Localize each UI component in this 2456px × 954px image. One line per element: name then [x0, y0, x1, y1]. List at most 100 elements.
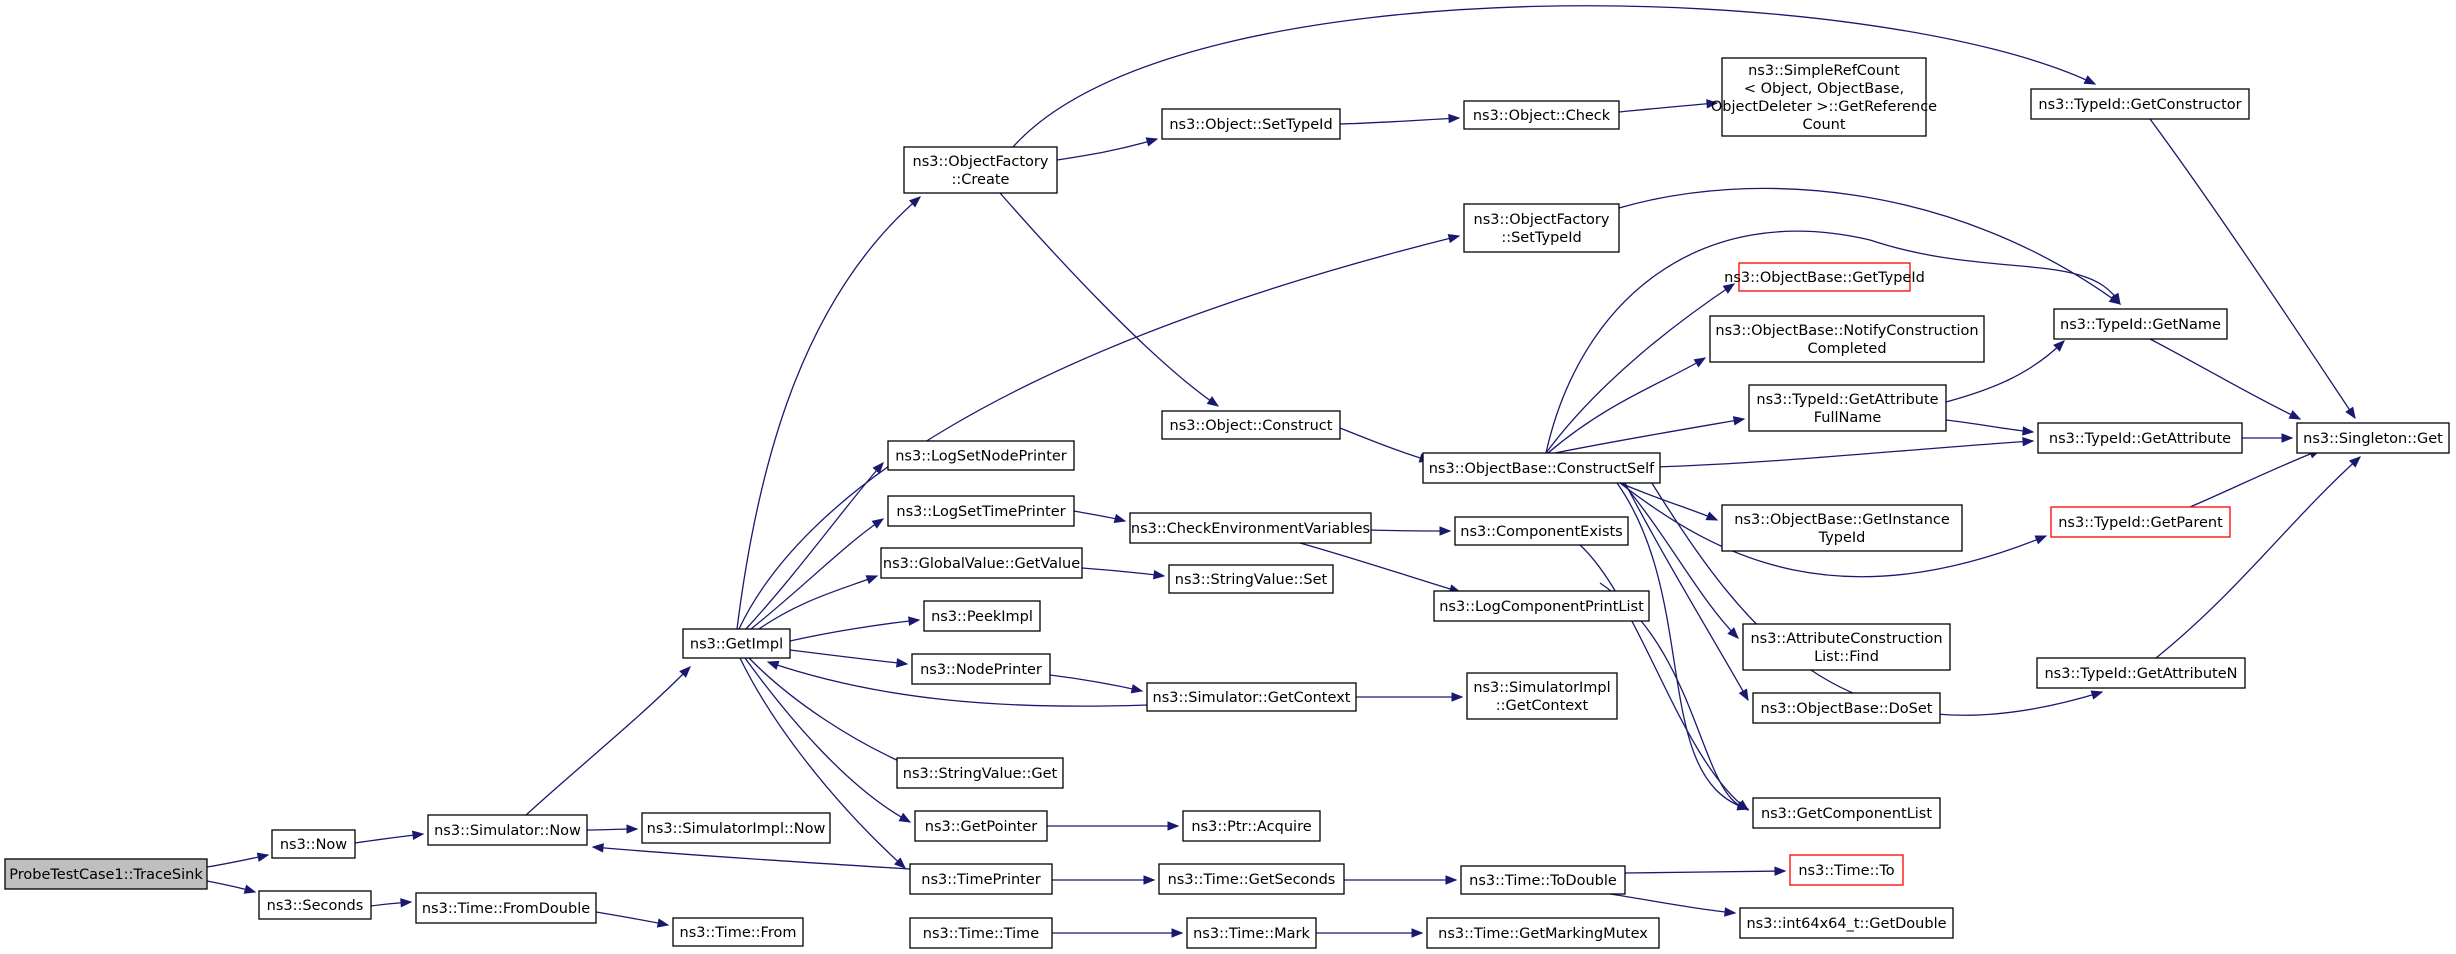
node-simplerefcount-getreferencecount[interactable]: ns3::SimpleRefCount< Object, ObjectBase,…	[1711, 57, 1937, 137]
node-timeprinter[interactable]: ns3::TimePrinter	[909, 863, 1053, 895]
edge-arrowhead	[400, 898, 413, 908]
node-label: ns3::LogSetTimePrinter	[896, 504, 1065, 520]
node-globalvalue-getvalue[interactable]: ns3::GlobalValue::GetValue	[880, 547, 1083, 579]
node-time-time[interactable]: ns3::Time::Time	[909, 917, 1053, 949]
node-time-mark[interactable]: ns3::Time::Mark	[1186, 917, 1317, 949]
node-objectfactory-settypeid[interactable]: ns3::ObjectFactory::SetTypeId	[1463, 203, 1620, 253]
node-time-getmarkingmutex[interactable]: ns3::Time::GetMarkingMutex	[1426, 917, 1660, 949]
edge-arrowhead	[1727, 627, 1739, 639]
call-edge	[1654, 440, 2034, 468]
node-label: ::Create	[952, 172, 1010, 188]
node-box	[1161, 410, 1341, 440]
node-label: ns3::ObjectBase::DoSet	[1761, 701, 1933, 717]
node-box	[2037, 422, 2243, 454]
call-edge	[1547, 357, 1706, 454]
node-objectbase-notifyconstructioncompleted[interactable]: ns3::ObjectBase::NotifyConstructionCompl…	[1709, 315, 1985, 363]
node-componentexists[interactable]: ns3::ComponentExists	[1454, 516, 1629, 546]
node-objectbase-doset[interactable]: ns3::ObjectBase::DoSet	[1752, 692, 1941, 724]
call-edge	[1339, 117, 1460, 125]
node-label: List::Find	[1814, 649, 1879, 665]
node-simulator-getcontext[interactable]: ns3::Simulator::GetContext	[1146, 682, 1357, 712]
node-box	[887, 440, 1075, 471]
node-label: ns3::TypeId::GetName	[2060, 317, 2221, 333]
edge-arrowhead	[1738, 688, 1749, 702]
node-label: ns3::Now	[280, 837, 347, 853]
node-typeid-getname[interactable]: ns3::TypeId::GetName	[2053, 308, 2228, 340]
node-stringvalue-get[interactable]: ns3::StringValue::Get	[896, 757, 1064, 789]
node-peekimpl[interactable]: ns3::PeekImpl	[923, 600, 1041, 632]
node-time-getseconds[interactable]: ns3::Time::GetSeconds	[1158, 863, 1345, 895]
node-box	[911, 653, 1051, 685]
node-label: ns3::TimePrinter	[921, 872, 1041, 888]
node-ptr-acquire[interactable]: ns3::Ptr::Acquire	[1182, 810, 1321, 842]
node-objectbase-gettypeid[interactable]: ns3::ObjectBase::GetTypeId	[1724, 262, 1925, 292]
node-getpointer[interactable]: ns3::GetPointer	[914, 810, 1048, 842]
node-time-to[interactable]: ns3::Time::To	[1789, 854, 1904, 886]
node-label: ProbeTestCase1::TraceSink	[9, 867, 203, 883]
edge-arrowhead	[1145, 137, 1159, 147]
node-logcomponentprintlist[interactable]: ns3::LogComponentPrintList	[1433, 590, 1650, 622]
node-getcomponentlist[interactable]: ns3::GetComponentList	[1752, 797, 1941, 829]
edge-arrowhead	[656, 918, 670, 928]
node-box	[641, 812, 831, 844]
edge-arrowhead	[1447, 233, 1461, 244]
edge-arrowhead	[766, 660, 780, 670]
edge-arrowhead	[412, 830, 425, 840]
edge-arrowhead	[1722, 283, 1736, 294]
node-object-construct[interactable]: ns3::Object::Construct	[1161, 410, 1341, 440]
node-label: ::SetTypeId	[1501, 230, 1581, 246]
node-label: ns3::Object::Check	[1473, 108, 1611, 124]
node-time-todouble[interactable]: ns3::Time::ToDouble	[1460, 865, 1626, 895]
edge-arrowhead	[865, 575, 879, 585]
node-checkenvironmentvariables[interactable]: ns3::CheckEnvironmentVariables	[1129, 512, 1372, 544]
node-objectfactory-create[interactable]: ns3::ObjectFactory::Create	[903, 146, 1058, 194]
edge-arrowhead	[626, 824, 639, 834]
node-label: ns3::SimpleRefCount	[1748, 63, 1900, 79]
node-label: ns3::GlobalValue::GetValue	[883, 556, 1080, 572]
call-edge	[1579, 544, 1749, 811]
node-seconds[interactable]: ns3::Seconds	[258, 890, 372, 920]
node-label: ns3::TypeId::GetAttribute	[1756, 392, 1938, 408]
node-logsetnodeprinter[interactable]: ns3::LogSetNodePrinter	[887, 440, 1075, 471]
node-label: ns3::Time::To	[1798, 863, 1894, 879]
node-simulator-now[interactable]: ns3::Simulator::Now	[427, 814, 588, 846]
node-box	[909, 863, 1053, 895]
node-box	[923, 600, 1041, 632]
node-box	[4, 858, 208, 890]
node-label: ns3::Ptr::Acquire	[1191, 819, 1311, 835]
node-getimpl[interactable]: ns3::GetImpl	[682, 628, 791, 659]
node-simulatorimpl-now[interactable]: ns3::SimulatorImpl::Now	[641, 812, 831, 844]
node-typeid-getattributen[interactable]: ns3::TypeId::GetAttributeN	[2036, 657, 2246, 689]
edge-arrowhead	[1445, 875, 1458, 885]
node-singleton-get[interactable]: ns3::Singleton::Get	[2296, 422, 2450, 454]
node-trace-sink[interactable]: ProbeTestCase1::TraceSink	[4, 858, 208, 890]
node-label: Completed	[1807, 341, 1886, 357]
node-typeid-getattribute[interactable]: ns3::TypeId::GetAttribute	[2037, 422, 2243, 454]
node-time-fromdouble[interactable]: ns3::Time::FromDouble	[415, 892, 597, 924]
edge-arrowhead	[2034, 535, 2048, 545]
edge-arrowhead	[908, 196, 922, 208]
node-time-from[interactable]: ns3::Time::From	[672, 917, 804, 947]
node-nodeprinter[interactable]: ns3::NodePrinter	[911, 653, 1051, 685]
node-logsettimeprinter[interactable]: ns3::LogSetTimePrinter	[887, 495, 1075, 527]
node-object-check[interactable]: ns3::Object::Check	[1463, 100, 1620, 130]
node-now[interactable]: ns3::Now	[271, 829, 356, 859]
node-objectbase-constructself[interactable]: ns3::ObjectBase::ConstructSelf	[1422, 452, 1661, 484]
node-simulatorimpl-getcontext[interactable]: ns3::SimulatorImpl::GetContext	[1466, 672, 1618, 720]
node-box	[1739, 907, 1954, 939]
node-int64x64-getdouble[interactable]: ns3::int64x64_t::GetDouble	[1739, 907, 1954, 939]
edge-arrowhead	[1448, 113, 1461, 124]
node-typeid-getparent[interactable]: ns3::TypeId::GetParent	[2050, 506, 2231, 538]
node-stringvalue-set[interactable]: ns3::StringValue::Set	[1168, 564, 1334, 594]
call-edge	[595, 911, 669, 926]
node-box	[1463, 203, 1620, 253]
node-object-settypeid[interactable]: ns3::Object::SetTypeId	[1161, 108, 1341, 140]
node-typeid-getconstructor[interactable]: ns3::TypeId::GetConstructor	[2030, 88, 2250, 120]
node-label: ns3::TypeId::GetAttributeN	[2044, 666, 2237, 682]
call-edge	[999, 192, 1219, 407]
edge-arrowhead	[896, 658, 909, 668]
node-box	[1742, 623, 1951, 671]
